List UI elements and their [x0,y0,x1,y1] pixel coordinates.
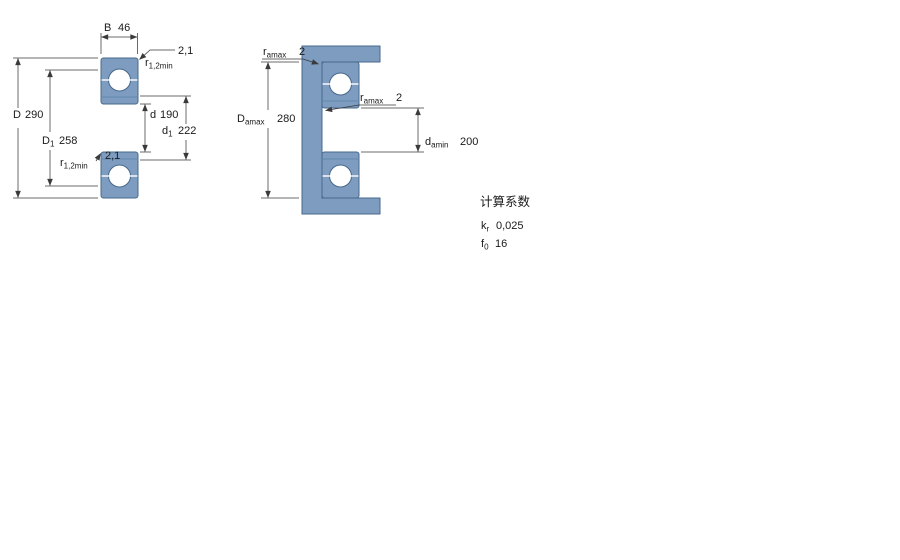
dim-r12-bottom-value: 2,1 [105,150,120,162]
symbol: r [145,57,149,69]
ball-lower [108,164,131,188]
symbol: D [13,109,21,121]
ball-upper [108,68,131,92]
leader-line [325,104,396,113]
leader-line [94,153,101,162]
dim-d1: d1 222 [140,95,196,161]
calculation-factors-title: 计算系数 [480,194,531,209]
factor-f0-value: 16 [495,238,507,250]
dim-ra-mid-label: ramax [360,92,383,106]
dim-D-value: 290 [25,109,43,121]
leader-line [139,49,175,60]
dim-D-label: D [13,109,21,121]
dim-ra-mid: ramax 2 [325,92,402,113]
dim-d1-value: 222 [178,125,196,137]
subscript: 0 [484,243,489,252]
dim-r12-bottom-label: r1,2min [60,157,88,171]
dim-r12-top: r1,2min 2,1 [139,45,193,71]
dim-d: d 190 [140,103,178,153]
factor-f0-label: f0 [481,238,489,252]
dim-D: D 290 [13,57,98,199]
subscript: amax [245,118,265,127]
symbol: d [162,125,168,137]
dim-ra-top-label: ramax [263,46,286,60]
dim-r12-top-label: r1,2min [145,57,173,71]
dim-ra-top: ramax 2 [262,46,319,65]
dim-d1-label: d1 [162,125,173,139]
symbol: k [481,220,487,232]
symbol: r [263,46,267,58]
dim-Da: Damax 280 [237,61,299,199]
calculation-factors: 计算系数 kr 0,025 f0 16 [480,194,531,252]
dim-Da-value: 280 [277,113,295,125]
subscript: 1 [168,130,173,139]
subscript: amax [364,97,384,106]
bearing-cross-section-figure: B 46 D 290 D1 258 r1,2min [13,22,196,199]
subscript: r [487,225,490,234]
dim-D1-label: D1 [42,135,55,149]
dim-d-value: 190 [160,109,178,121]
symbol: B [104,22,111,34]
subscript: 1 [50,140,55,149]
dim-D1: D1 258 [42,69,98,187]
symbol: d [150,109,156,121]
subscript: amin [431,141,448,150]
factor-kr-label: kr [481,220,490,234]
dim-Da-label: Damax [237,113,265,127]
dim-B-value: 46 [118,22,130,34]
dim-r12-bottom: r1,2min 2,1 [60,150,120,171]
dim-r12-top-value: 2,1 [178,45,193,57]
dim-da-value: 200 [460,136,478,148]
ball-upper [329,72,352,96]
subscript: 1,2min [149,62,173,71]
subscript: amax [267,51,287,60]
factor-kr-value: 0,025 [496,220,524,232]
symbol: r [60,157,64,169]
abutment-dimensions-figure: ramax 2 Damax 280 ramax 2 damin [237,45,478,215]
dim-d-label: d [150,109,156,121]
symbol: D [237,113,245,125]
dim-ra-mid-value: 2 [396,92,402,104]
symbol: D [42,135,50,147]
dim-da-label: damin [425,136,448,150]
dim-ra-top-value: 2 [299,46,305,58]
symbol: r [360,92,364,104]
leader-line [262,58,319,65]
dim-B-label: B [104,22,111,34]
dim-D1-value: 258 [59,135,77,147]
symbol: f [481,238,485,250]
dim-B: B 46 [100,22,138,54]
symbol: d [425,136,431,148]
dim-da: damin 200 [361,107,478,153]
ball-lower [329,164,352,188]
subscript: 1,2min [64,162,88,171]
